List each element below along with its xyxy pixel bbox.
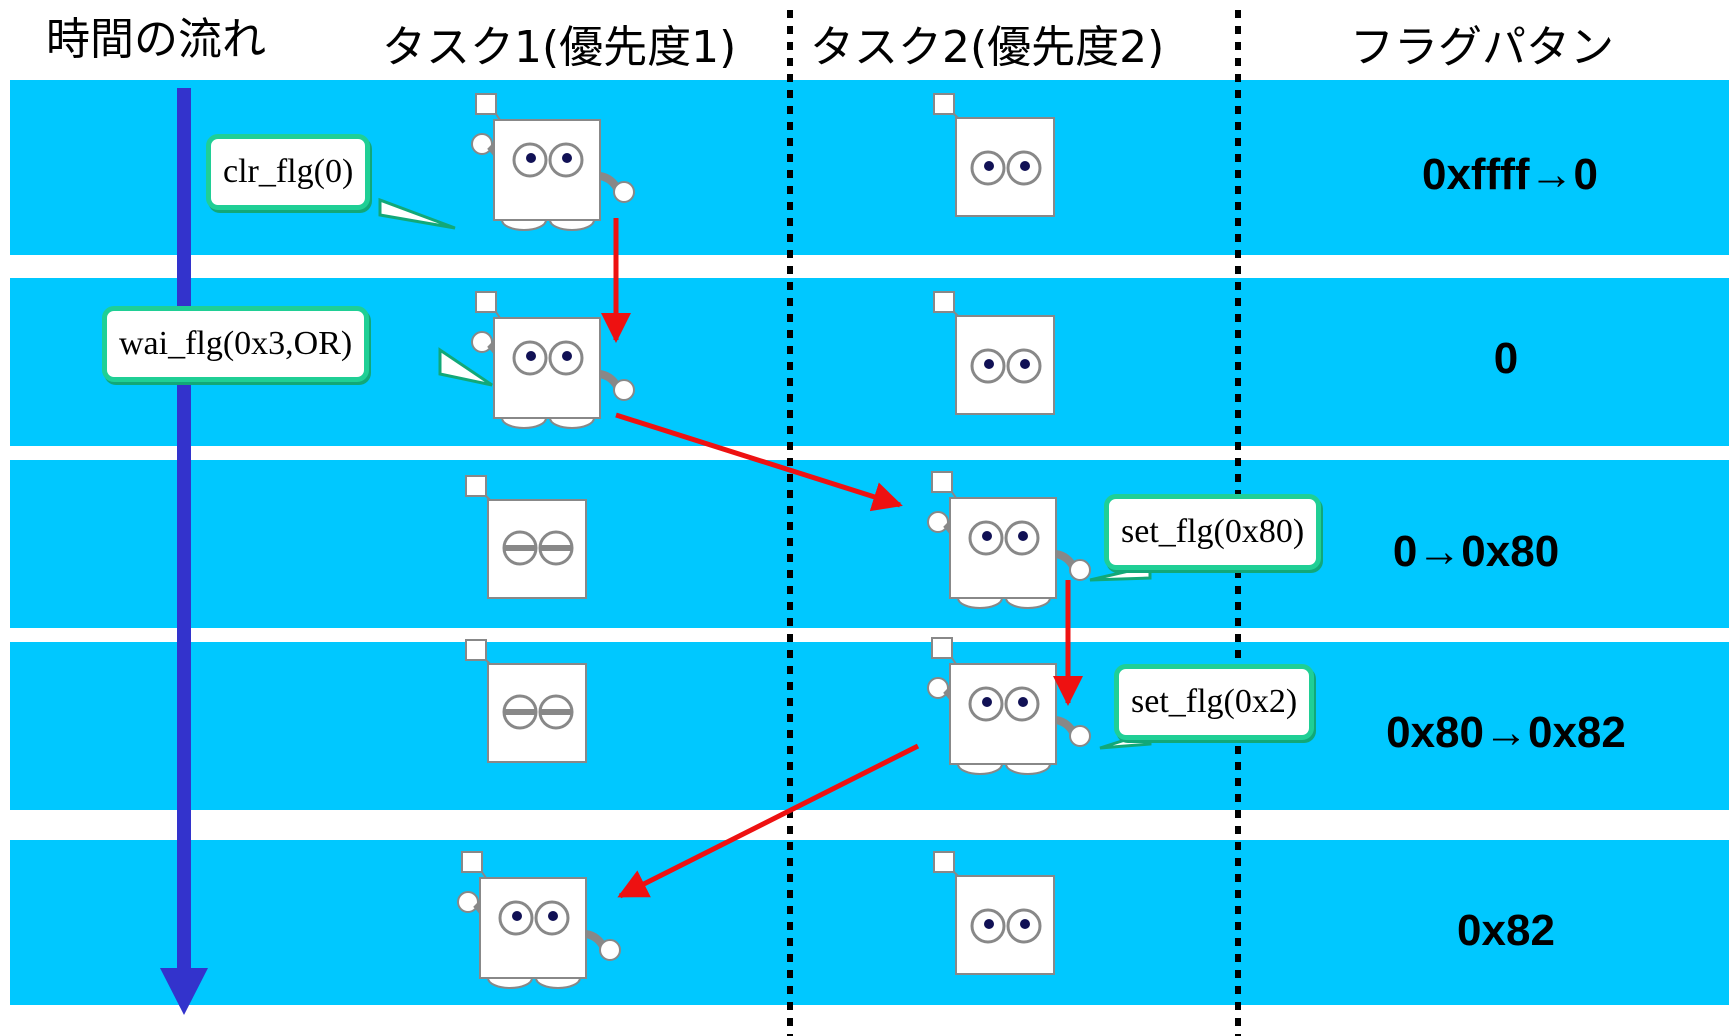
header-time-flow: 時間の流れ [46, 14, 266, 65]
call-bubble-row-4: set_flg(0x2) [1114, 664, 1315, 740]
flag-pattern-row-1: 0xffff→0 [1421, 150, 1599, 199]
header-task2: タスク2(優先度2) [810, 22, 1165, 73]
band-row-4 [10, 642, 1729, 810]
flag-pattern-row-4: 0x80→0x82 [1386, 708, 1626, 757]
flag-pattern-row-3: 0→0x80 [1392, 527, 1560, 576]
call-bubble-row-3: set_flg(0x80) [1104, 494, 1322, 570]
flow-arrow-4 [617, 743, 920, 899]
flag-pattern-row-5: 0x82 [1457, 906, 1555, 955]
call-bubble-row-2: wai_flg(0x3,OR) [102, 306, 370, 382]
band-row-5 [10, 840, 1729, 1005]
band-row-3 [10, 460, 1729, 628]
header-flag-pattern: フラグパタン [1350, 22, 1614, 73]
bubble-tail-row-2 [438, 347, 493, 387]
header-task1: タスク1(優先度1) [382, 22, 737, 73]
flag-pattern-row-2: 0 [1493, 334, 1519, 383]
time-bands [10, 80, 1729, 1005]
bubble-tail-row-1 [378, 197, 456, 230]
call-bubble-row-1: clr_flg(0) [206, 134, 371, 210]
flow-arrow-2 [615, 412, 903, 512]
